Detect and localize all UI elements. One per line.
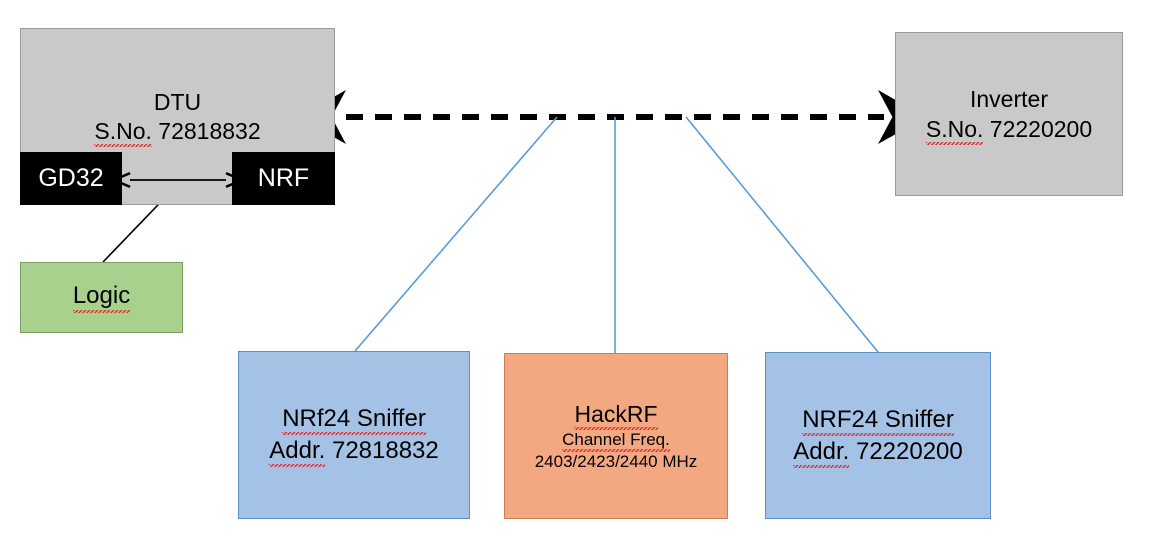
inverter-node: Inverter S.No. 72220200 bbox=[895, 32, 1123, 196]
logic-analyzer-node: Logic bbox=[20, 262, 183, 333]
sniffer-left-label-text: NRf24 Sniffer bbox=[282, 405, 426, 435]
sniffer-right-node: NRF24 Sniffer Addr. 72220200 bbox=[765, 352, 991, 519]
gd32-chip: GD32 bbox=[20, 152, 122, 205]
sniffer-left-label: NRf24 Sniffer bbox=[282, 403, 426, 435]
inverter-serial-number: 72220200 bbox=[989, 116, 1093, 142]
hackrf-sub-label: Channel Freq. bbox=[562, 429, 670, 452]
nrf-chip: NRF bbox=[232, 152, 335, 205]
sniffer-right-label-text: NRF24 Sniffer bbox=[802, 405, 954, 436]
sniffer-right-address: Addr. 72220200 bbox=[793, 436, 963, 468]
sniffer-right-tap bbox=[685, 116, 879, 353]
dtu-label: DTU bbox=[153, 89, 202, 115]
hackrf-label: HackRF bbox=[574, 400, 658, 430]
sniffer-left-address: Addr. 72818832 bbox=[269, 435, 439, 467]
hackrf-sub-label-text: Channel Freq. bbox=[562, 429, 670, 452]
gd32-label: GD32 bbox=[38, 164, 104, 192]
dtu-serial-number: 72818832 bbox=[158, 118, 261, 144]
hackrf-frequencies: 2403/2423/2440 MHz bbox=[534, 451, 698, 471]
sniffer-left-address-number: 72818832 bbox=[331, 437, 439, 464]
hackrf-node: HackRF Channel Freq. 2403/2423/2440 MHz bbox=[504, 353, 728, 519]
hackrf-label-text: HackRF bbox=[574, 400, 658, 430]
inverter-serial: S.No. 72220200 bbox=[925, 114, 1093, 145]
nrf-label: NRF bbox=[257, 164, 310, 192]
sniffer-left-address-prefix: Addr. bbox=[269, 437, 326, 467]
dtu-serial-prefix: S.No. bbox=[94, 118, 152, 147]
inverter-label: Inverter bbox=[970, 86, 1048, 112]
dtu-node: DTU S.No. 72818832 bbox=[20, 28, 335, 152]
logic-label: Logic bbox=[72, 282, 131, 313]
inverter-serial-prefix: S.No. bbox=[925, 116, 984, 145]
sniffer-right-address-prefix: Addr. bbox=[793, 437, 850, 468]
sniffer-right-label: NRF24 Sniffer bbox=[802, 404, 954, 436]
sniffer-left-node: NRf24 Sniffer Addr. 72818832 bbox=[238, 351, 470, 519]
dtu-serial: S.No. 72818832 bbox=[94, 117, 261, 147]
sniffer-left-tap bbox=[354, 116, 558, 352]
sniffer-right-address-number: 72220200 bbox=[855, 437, 963, 465]
